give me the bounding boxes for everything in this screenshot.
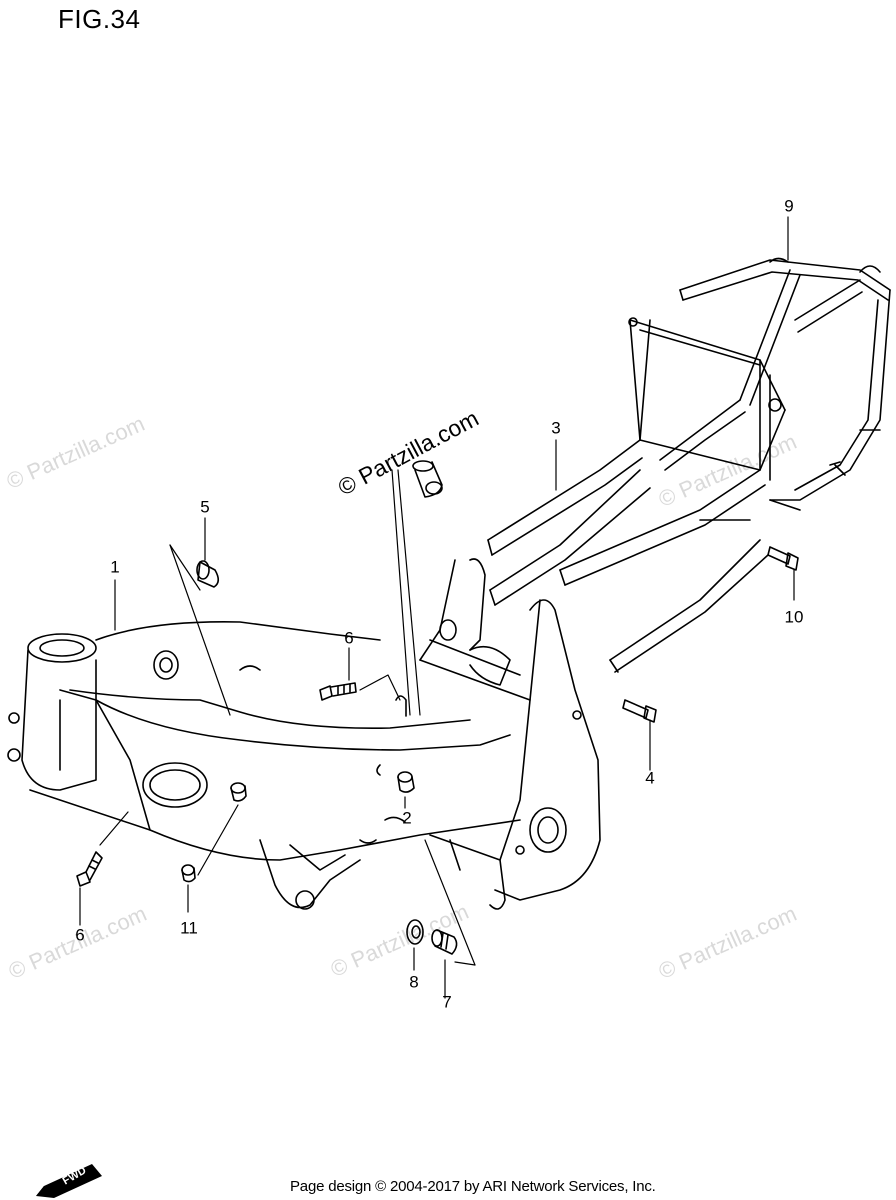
callout-8[interactable]: 8 <box>409 972 419 992</box>
callout-3[interactable]: 3 <box>551 418 561 438</box>
callout-9[interactable]: 9 <box>784 196 794 216</box>
footer-copyright: Page design © 2004-2017 by ARI Network S… <box>290 1178 656 1195</box>
part-collar-drawing <box>412 460 443 498</box>
part-5-drawing <box>196 560 220 588</box>
callout-2[interactable]: 2 <box>402 808 412 828</box>
leader-lines <box>79 216 795 999</box>
part-8-drawing <box>406 919 424 945</box>
part-6-bolt-drawing <box>319 682 357 701</box>
callout-6[interactable]: 6 <box>75 925 85 945</box>
main-frame-drawing <box>7 558 601 910</box>
part-7-drawing <box>431 929 458 955</box>
figure-title: FIG.34 <box>58 4 141 34</box>
callout-10[interactable]: 10 <box>784 607 804 627</box>
part-4-drawing <box>622 699 657 723</box>
part-6-lower-bolt-drawing <box>76 851 103 887</box>
callout-6[interactable]: 6 <box>344 628 354 648</box>
callout-5[interactable]: 5 <box>200 497 210 517</box>
callout-4[interactable]: 4 <box>645 768 655 788</box>
part-10-drawing <box>767 546 799 571</box>
callout-7[interactable]: 7 <box>442 992 452 1012</box>
rear-subframe-drawing <box>487 257 891 673</box>
fwd-arrow-icon <box>36 1164 102 1198</box>
part-11-drawing <box>181 782 247 883</box>
callout-1[interactable]: 1 <box>110 557 120 577</box>
callout-11[interactable]: 11 <box>180 918 198 938</box>
part-2-drawing <box>397 771 415 793</box>
